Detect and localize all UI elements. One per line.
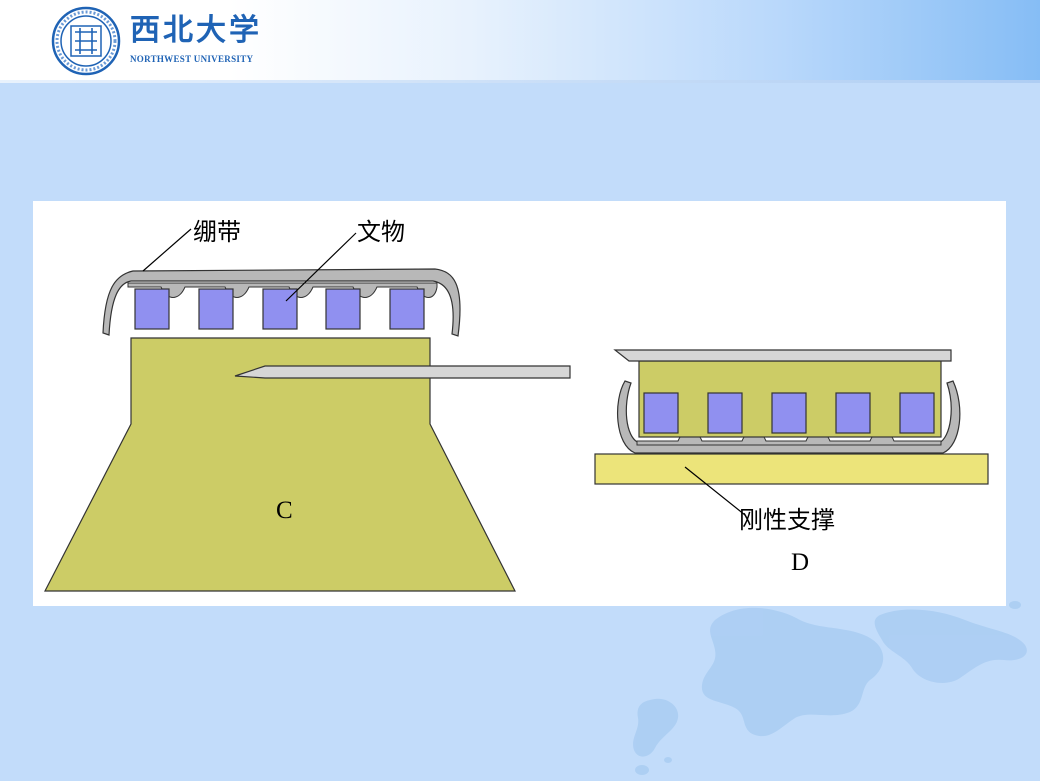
artifact-block (899, 392, 935, 434)
artifact-block (643, 392, 679, 434)
rigid-support-plate (594, 453, 989, 485)
artifact-block (389, 288, 425, 330)
panel-c-label: C (276, 497, 293, 524)
university-seal-icon (51, 6, 121, 76)
artifact-block (325, 288, 361, 330)
university-name-cn: 西北大学 (130, 13, 262, 48)
artifact-label: 文物 (357, 218, 405, 246)
panel-d-label: D (791, 549, 809, 576)
artifact-block (771, 392, 807, 434)
rigid-support-label: 刚性支撑 (739, 506, 835, 534)
artifact-block (835, 392, 871, 434)
bandage (102, 268, 461, 337)
bandage (616, 380, 961, 454)
university-name-en: NORTHWEST UNIVERSITY (130, 54, 254, 64)
support-body (44, 337, 516, 592)
bandage-label: 绷带 (193, 218, 241, 246)
artifact-block (134, 288, 170, 330)
artifact-block (707, 392, 743, 434)
header-bar (0, 0, 1040, 82)
header-divider (0, 80, 1040, 83)
artifact-block (198, 288, 234, 330)
blade (234, 365, 571, 379)
bandage-leader-line (142, 228, 192, 272)
panel-c: 绷带 文物 C (44, 218, 571, 592)
figure-panel: 绷带 文物 C 刚性支撑 D (33, 201, 1006, 606)
rigid-support-leader-line (684, 466, 746, 516)
map-watermark (633, 601, 1027, 775)
blade (613, 349, 952, 362)
diagram-canvas: 绷带 文物 C 刚性支撑 D (44, 218, 989, 592)
artifact-leader-line (285, 232, 357, 302)
panel-d: 刚性支撑 D (594, 349, 989, 576)
